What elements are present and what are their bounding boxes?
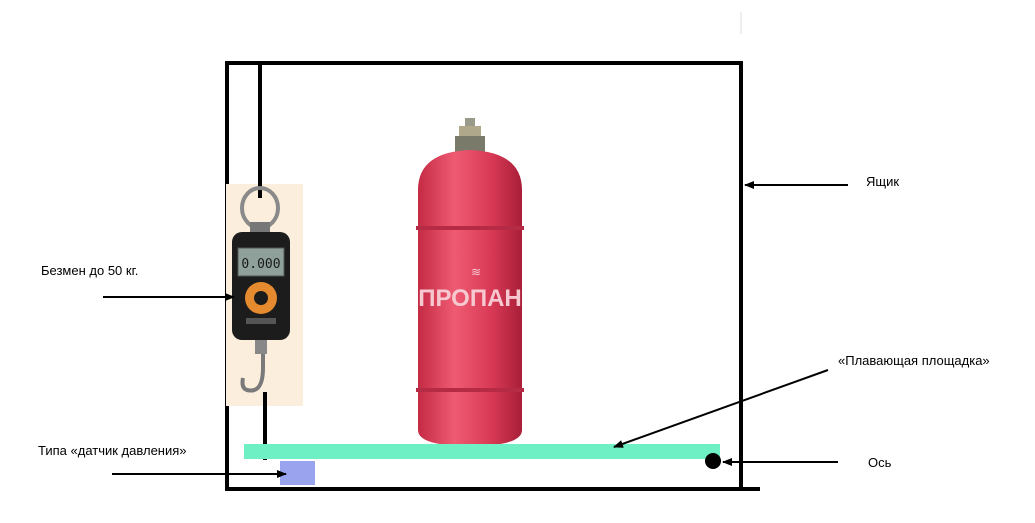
axis-pivot	[705, 453, 721, 469]
platform-label: «Плавающая площадка»	[838, 353, 990, 368]
gas-cylinder: ПРОПАН ≋	[416, 118, 524, 446]
scale-label: Безмен до 50 кг.	[41, 263, 139, 278]
box-label: Ящик	[866, 174, 900, 189]
scale-display-text: 0.000	[241, 257, 280, 272]
cylinder-emblem: ≋	[471, 265, 481, 279]
sensor-label: Типа «датчик давления»	[38, 443, 187, 458]
platform-arrow	[613, 369, 829, 448]
cylinder-label: ПРОПАН	[418, 285, 522, 312]
scale-device: 0.000	[232, 186, 290, 393]
axis-label: Ось	[868, 455, 892, 470]
floating-platform	[244, 444, 720, 459]
